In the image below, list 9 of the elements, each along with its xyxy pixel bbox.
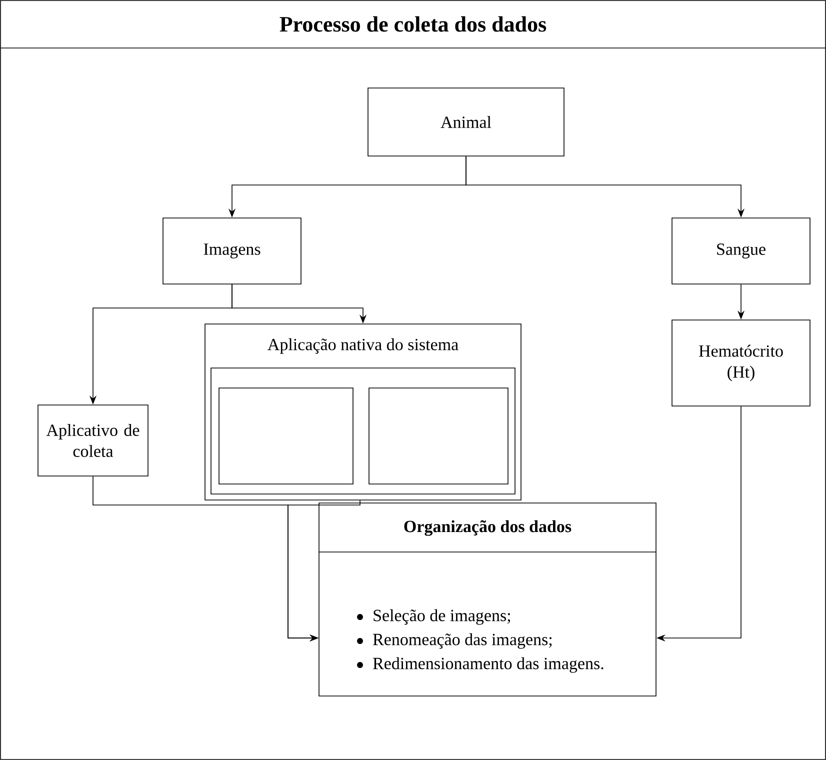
empty-box [218,388,354,484]
process-box: Sangue [672,218,810,284]
process-box: Imagens [162,218,302,284]
empty-box [368,388,508,484]
process-box: Aplicativo de coleta [38,404,148,476]
process-box: Animal [368,88,564,156]
process-box: Organização dos dados Seleção de imagens; Renomeação das imagens; Redimensionamento das imagens. [318,502,656,696]
title: Processo de coleta dos dados [280,16,546,32]
process-box: Hematócrito (Ht) [672,320,810,406]
